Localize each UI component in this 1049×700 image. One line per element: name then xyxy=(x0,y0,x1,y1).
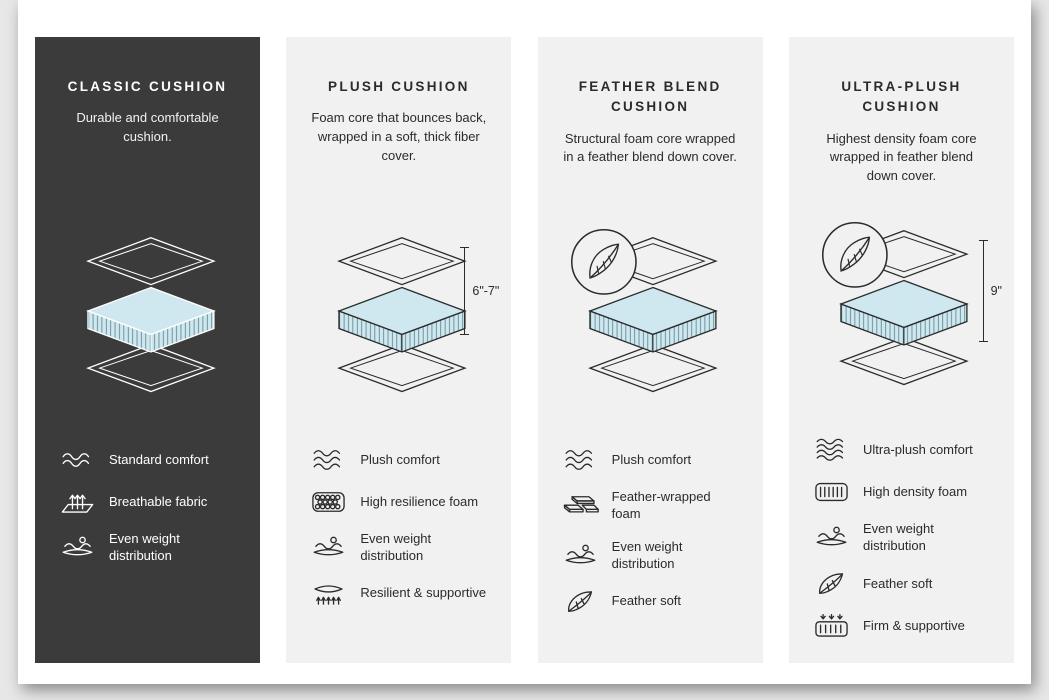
feature-label: Breathable fabric xyxy=(109,493,208,509)
layered-cushion-diagram xyxy=(571,228,717,392)
feature-row: Even weight distribution xyxy=(310,531,487,565)
column-feather-blend-cushion: FEATHER BLEND CUSHION Structural foam co… xyxy=(537,37,763,663)
column-header: PLUSH CUSHION Foam core that bounces bac… xyxy=(310,77,487,195)
column-ultra-plush-cushion: ULTRA-PLUSH CUSHION Highest density foam… xyxy=(788,37,1014,663)
foam-bubbles-icon xyxy=(310,489,347,515)
spring-icon xyxy=(310,581,347,607)
feature-label: Feather soft xyxy=(611,593,682,609)
bricks-icon xyxy=(562,493,599,519)
column-plush-cushion: PLUSH CUSHION Foam core that bounces bac… xyxy=(286,37,512,663)
even-weight-icon xyxy=(813,525,850,551)
feature-label: Plush comfort xyxy=(360,451,440,467)
feature-list: Ultra-plush comfort High density foam Ev… xyxy=(813,437,990,639)
feature-row: Even weight distribution xyxy=(59,531,236,565)
feature-label: Even weight distribution xyxy=(611,538,683,571)
feature-label: High density foam xyxy=(862,483,968,499)
column-title: FEATHER BLEND CUSHION xyxy=(578,79,722,115)
column-description: Foam core that bounces back, wrapped in … xyxy=(311,110,487,163)
feature-row: Resilient & supportive xyxy=(310,581,487,607)
even-weight-icon xyxy=(310,535,347,561)
column-header: FEATHER BLEND CUSHION Structural foam co… xyxy=(562,77,739,195)
density-foam-icon xyxy=(813,479,850,505)
feature-row: Plush comfort xyxy=(310,447,487,473)
feature-row: Breathable fabric xyxy=(59,489,236,515)
measurement-bracket xyxy=(460,247,470,335)
breathable-icon xyxy=(59,489,96,515)
feature-list: Plush comfort High resilience foam Even … xyxy=(310,447,487,607)
feature-row: Firm & supportive xyxy=(813,613,990,639)
wave-icon xyxy=(310,447,347,473)
feature-list: Standard comfort Breathable fabric Even … xyxy=(59,447,236,565)
feature-label: Even weight distribution xyxy=(360,531,432,563)
feature-row: Ultra-plush comfort xyxy=(813,437,990,463)
feature-row: Feather-wrapped foam xyxy=(562,489,739,523)
feather-badge-icon xyxy=(571,228,637,295)
feature-label: Standard comfort xyxy=(109,451,209,467)
column-title: CLASSIC CUSHION xyxy=(67,79,228,94)
feather-icon xyxy=(562,589,599,615)
measurement-bracket xyxy=(978,239,988,342)
feature-label: Even weight distribution xyxy=(109,531,180,563)
cushion-illustration xyxy=(562,195,739,423)
column-title: PLUSH CUSHION xyxy=(328,79,470,94)
feature-label: Resilient & supportive xyxy=(360,585,487,601)
column-header: CLASSIC CUSHION Durable and comfortable … xyxy=(59,77,236,195)
feature-label: Ultra-plush comfort xyxy=(862,441,973,457)
layered-cushion-diagram xyxy=(338,236,466,392)
wave-icon xyxy=(813,437,850,463)
layered-cushion-diagram xyxy=(86,236,215,392)
cushion-comparison-card: CLASSIC CUSHION Durable and comfortable … xyxy=(18,0,1031,684)
feature-label: Plush comfort xyxy=(611,451,692,467)
column-description: Durable and comfortable cushion. xyxy=(76,110,219,145)
layered-cushion-diagram xyxy=(822,221,969,386)
feature-row: Even weight distribution xyxy=(562,539,739,573)
feature-row: Feather soft xyxy=(813,571,990,597)
height-measurement: 6"-7" xyxy=(460,247,500,335)
cushion-illustration xyxy=(59,195,236,423)
feature-label: High resilience foam xyxy=(360,493,479,509)
cushion-illustration: 9" xyxy=(813,192,1002,414)
height-measurement: 9" xyxy=(978,239,1002,342)
cushion-illustration: 6"-7" xyxy=(310,195,499,423)
even-weight-icon xyxy=(562,543,599,569)
feature-row: High density foam xyxy=(813,479,990,505)
wave-icon xyxy=(562,447,599,473)
feature-row: Standard comfort xyxy=(59,447,236,473)
wave-icon xyxy=(59,447,96,473)
feature-label: Feather-wrapped foam xyxy=(611,489,711,521)
feature-row: Feather soft xyxy=(562,589,739,615)
feature-list: Plush comfort Feather-wrapped foam Even … xyxy=(562,447,739,615)
column-title: ULTRA-PLUSH CUSHION xyxy=(841,79,962,115)
column-header: ULTRA-PLUSH CUSHION Highest density foam… xyxy=(813,77,990,192)
firm-icon xyxy=(813,613,850,639)
column-description: Highest density foam core wrapped in fea… xyxy=(826,130,977,184)
feature-row: Even weight distribution xyxy=(813,521,990,555)
measurement-value: 6"-7" xyxy=(472,284,500,298)
column-description: Structural foam core wrapped in a feathe… xyxy=(563,130,737,165)
feature-row: Plush comfort xyxy=(562,447,739,473)
even-weight-icon xyxy=(59,535,96,561)
feather-icon xyxy=(813,571,850,597)
feather-badge-icon xyxy=(822,221,889,288)
feature-label: Even weight distribution xyxy=(862,521,934,554)
feature-label: Firm & supportive xyxy=(862,617,965,633)
column-classic-cushion: CLASSIC CUSHION Durable and comfortable … xyxy=(35,37,260,663)
measurement-value: 9" xyxy=(990,283,1002,298)
feature-row: High resilience foam xyxy=(310,489,487,515)
feature-label: Feather soft xyxy=(862,575,933,591)
